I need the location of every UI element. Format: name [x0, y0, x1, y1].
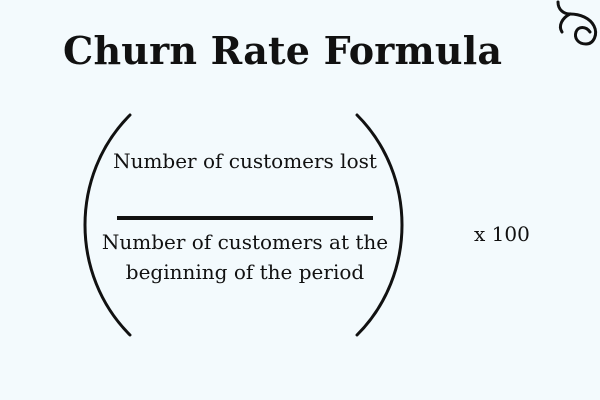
fraction-bar [117, 216, 373, 220]
formula-numerator: Number of customers lost [113, 149, 377, 173]
page-title: Churn Rate Formula [63, 28, 503, 73]
formula-denominator: Number of customers at the beginning of … [101, 230, 389, 284]
swirl-logo-icon [556, 0, 598, 46]
formula-multiplier: x 100 [474, 222, 530, 246]
right-parenthesis [355, 113, 404, 337]
left-parenthesis [83, 113, 132, 337]
